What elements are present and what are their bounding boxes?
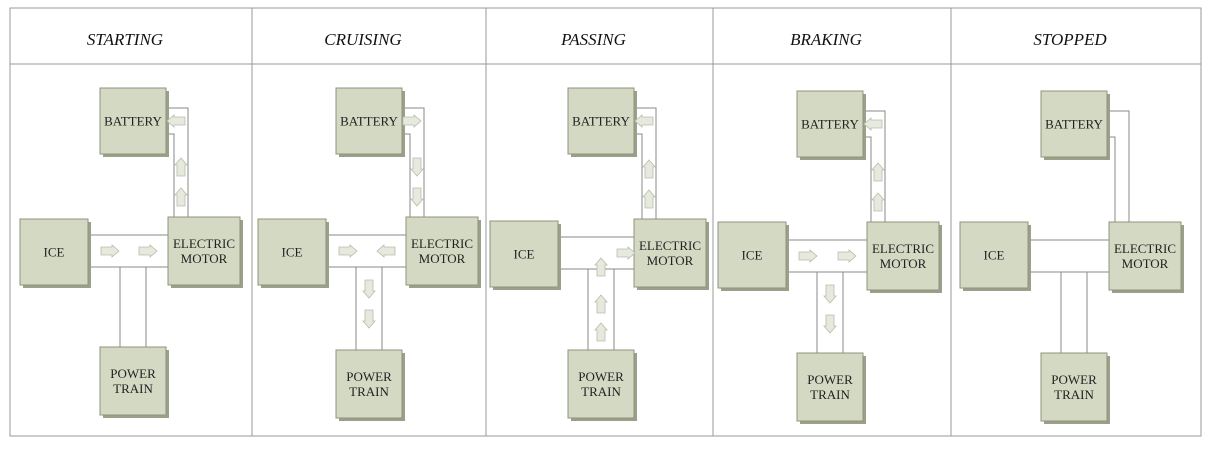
battery-box-label: BATTERY	[340, 114, 398, 129]
ice-box	[717, 221, 787, 289]
power-train-box-label: TRAIN	[349, 384, 389, 399]
battery-box-label: BATTERY	[801, 117, 859, 132]
flow-arrow	[174, 157, 188, 177]
ice-box	[19, 218, 89, 286]
battery-box	[796, 90, 864, 158]
flow-arrow	[863, 117, 883, 131]
power-train-box-label: POWER	[807, 372, 853, 387]
battery-link	[634, 107, 657, 219]
power-train-box	[335, 349, 403, 419]
battery-box	[567, 87, 635, 155]
ice-box-label: ICE	[984, 248, 1005, 263]
flow-arrow	[362, 279, 376, 299]
power-train-box	[796, 352, 864, 422]
flow-arrow	[166, 114, 186, 128]
flow-arrow	[823, 314, 837, 334]
battery-box	[99, 87, 167, 155]
ice-box-label: ICE	[514, 247, 535, 262]
flow-arrow	[642, 189, 656, 209]
flow-arrow	[823, 284, 837, 304]
electric-motor-box-label: ELECTRIC	[1114, 241, 1176, 256]
flow-arrow	[100, 244, 120, 258]
panel-title: CRUISING	[324, 30, 401, 49]
battery-box-label: BATTERY	[1045, 117, 1103, 132]
electric-motor-box-label: ELECTRIC	[411, 236, 473, 251]
power-train-box	[567, 349, 635, 419]
ice-box-label: ICE	[44, 245, 65, 260]
electric-motor-box	[405, 216, 479, 286]
panel-title: STARTING	[87, 30, 163, 49]
electric-motor-box-label: MOTOR	[647, 253, 694, 268]
electric-motor-box-label: MOTOR	[1122, 256, 1169, 271]
ice-box-label: ICE	[742, 248, 763, 263]
electric-motor-box	[633, 218, 707, 288]
flow-arrow	[798, 249, 818, 263]
battery-link	[166, 107, 189, 217]
flow-arrow	[174, 187, 188, 207]
flow-arrow	[871, 192, 885, 212]
electric-motor-box-label: MOTOR	[181, 251, 228, 266]
flow-arrow	[410, 187, 424, 207]
battery-box-label: BATTERY	[572, 114, 630, 129]
battery-link	[863, 110, 886, 222]
power-train-box-label: POWER	[346, 369, 392, 384]
power-train-box-label: TRAIN	[581, 384, 621, 399]
flow-arrow	[642, 159, 656, 179]
power-train-box-label: POWER	[578, 369, 624, 384]
flow-arrow	[376, 244, 396, 258]
flow-arrow	[871, 162, 885, 182]
flow-arrow	[338, 244, 358, 258]
electric-motor-box-label: MOTOR	[419, 251, 466, 266]
power-train-box-label: POWER	[1051, 372, 1097, 387]
electric-motor-box-label: ELECTRIC	[872, 241, 934, 256]
battery-box	[335, 87, 403, 155]
panel-title: BRAKING	[790, 30, 862, 49]
power-train-box-label: POWER	[110, 366, 156, 381]
flow-arrow	[634, 114, 654, 128]
flow-arrow	[837, 249, 857, 263]
flow-arrow	[594, 257, 608, 277]
flow-arrow	[402, 114, 422, 128]
power-train-box-label: TRAIN	[113, 381, 153, 396]
ice-box-label: ICE	[282, 245, 303, 260]
electric-motor-box-label: MOTOR	[880, 256, 927, 271]
battery-link	[1107, 110, 1130, 222]
power-train-box	[99, 346, 167, 416]
electric-motor-box	[167, 216, 241, 286]
ice-box	[257, 218, 327, 286]
electric-motor-box	[1108, 221, 1182, 291]
battery-link	[402, 107, 425, 217]
outer-frame	[9, 7, 1202, 437]
ice-box	[959, 221, 1029, 289]
battery-box-label: BATTERY	[104, 114, 162, 129]
panel-title: STOPPED	[1033, 30, 1107, 49]
power-train-box-label: TRAIN	[1054, 387, 1094, 402]
flow-arrow	[616, 246, 636, 260]
electric-motor-box-label: ELECTRIC	[639, 238, 701, 253]
power-train-box	[1040, 352, 1108, 422]
flow-arrow	[362, 309, 376, 329]
power-train-box-label: TRAIN	[810, 387, 850, 402]
ice-box	[489, 220, 559, 288]
battery-box	[1040, 90, 1108, 158]
flow-arrow	[594, 322, 608, 342]
flow-arrow	[594, 294, 608, 314]
electric-motor-box	[866, 221, 940, 291]
panel-title: PASSING	[560, 30, 626, 49]
flow-arrow	[410, 157, 424, 177]
flow-arrow	[138, 244, 158, 258]
electric-motor-box-label: ELECTRIC	[173, 236, 235, 251]
